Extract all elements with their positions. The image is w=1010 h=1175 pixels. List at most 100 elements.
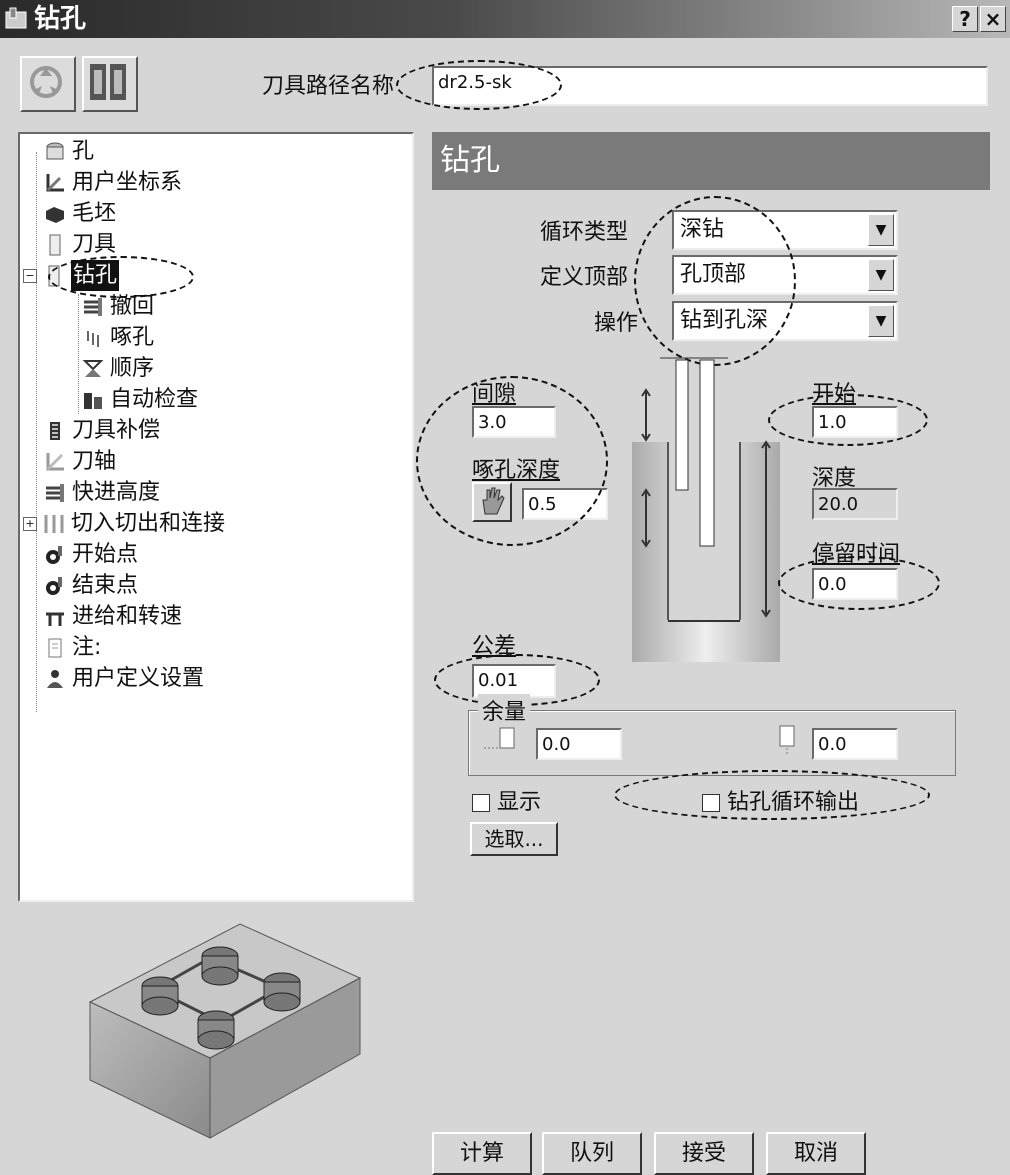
tree-item-label: 撤回 — [110, 294, 155, 319]
queue-button[interactable]: 队列 — [542, 1132, 642, 1175]
tree-item-label: 注: — [72, 635, 102, 660]
expand-icon[interactable]: + — [23, 516, 37, 531]
show-checkbox[interactable]: 显示 — [472, 784, 541, 816]
recycle-button[interactable] — [20, 56, 76, 112]
collapse-icon[interactable]: − — [23, 268, 37, 283]
tree-item-start-point[interactable]: 开始点 — [20, 539, 410, 570]
start-label: 开始 — [812, 382, 857, 407]
allowance-group — [468, 710, 956, 776]
cancel-button[interactable]: 取消 — [766, 1132, 866, 1175]
tree-item-leads-links[interactable]: + 切入切出和连接 — [20, 508, 410, 539]
tree-item-hole[interactable]: 孔 — [20, 136, 410, 167]
radial-allowance-input[interactable]: 0.0 — [536, 728, 622, 760]
auto-check-icon — [84, 392, 102, 409]
tolerance-label: 公差 — [472, 634, 517, 659]
tree-item-block[interactable]: 毛坯 — [20, 198, 410, 229]
tree-item-user-coord[interactable]: 用户坐标系 — [20, 167, 410, 198]
dwell-time-label: 停留时间 — [812, 542, 901, 567]
show-label: 显示 — [497, 790, 542, 815]
tree-item-peck[interactable]: 啄孔 — [20, 322, 410, 353]
start-input[interactable]: 1.0 — [812, 406, 898, 438]
chevron-down-icon[interactable]: ▼ — [868, 259, 894, 291]
tree-panel[interactable]: 孔 用户坐标系 毛坯 刀具 − 钻孔 撤回 啄孔 顺序 — [18, 132, 414, 902]
axial-allowance-input[interactable]: 0.0 — [812, 728, 898, 760]
cycle-output-checkbox[interactable]: 钻孔循环输出 — [702, 784, 859, 816]
pick-button[interactable]: 选取... — [470, 822, 558, 856]
define-top-select[interactable]: 孔顶部 ▼ — [672, 255, 898, 295]
cycle-type-value: 深钻 — [680, 217, 725, 242]
peck-depth-label: 啄孔深度 — [472, 458, 561, 483]
end-point-icon — [46, 576, 62, 595]
tree-item-label: 自动检查 — [110, 387, 199, 412]
peck-hand-button[interactable] — [472, 482, 512, 522]
operation-select[interactable]: 钻到孔深 ▼ — [672, 301, 898, 341]
layers-icon — [90, 64, 126, 100]
tree-item-tool[interactable]: 刀具 — [20, 229, 410, 260]
recycle-icon — [30, 66, 62, 98]
notes-icon — [48, 638, 62, 657]
depth-label: 深度 — [812, 466, 857, 491]
tree-item-tool-comp[interactable]: 刀具补偿 — [20, 415, 410, 446]
tool-axis-icon — [46, 452, 64, 470]
tree-item-label: 孔 — [72, 139, 95, 164]
accept-button[interactable]: 接受 — [654, 1132, 754, 1175]
drill-icon — [48, 265, 60, 286]
help-button[interactable]: ? — [952, 6, 978, 32]
layers-button[interactable] — [82, 56, 138, 112]
panel-header: 钻孔 — [432, 132, 990, 190]
tree-item-user-settings[interactable]: 用户定义设置 — [20, 663, 410, 694]
drill-diagram — [632, 357, 780, 662]
cycle-type-label: 循环类型 — [540, 220, 629, 245]
dwell-time-input[interactable]: 0.0 — [812, 568, 898, 600]
tree-item-retract[interactable]: 撤回 — [20, 291, 410, 322]
calculate-button[interactable]: 计算 — [432, 1132, 532, 1175]
tree-item-drill[interactable]: − 钻孔 — [20, 260, 410, 291]
start-point-icon — [46, 545, 62, 564]
coord-icon — [46, 173, 64, 191]
tool-comp-icon — [50, 421, 60, 440]
tree-item-label: 刀具补偿 — [72, 418, 161, 443]
part-preview — [88, 923, 362, 1139]
close-button[interactable]: × — [980, 6, 1006, 32]
peck-depth-input[interactable]: 0.5 — [522, 488, 608, 520]
tree-item-tool-axis[interactable]: 刀轴 — [20, 446, 410, 477]
tree-item-label: 啄孔 — [110, 325, 155, 350]
tree-item-auto-check[interactable]: 自动检查 — [20, 384, 410, 415]
checkbox-box[interactable] — [472, 794, 490, 812]
hand-icon — [482, 487, 505, 515]
window-title: 钻孔 — [34, 4, 87, 34]
rapid-height-icon — [46, 483, 64, 502]
chevron-down-icon[interactable]: ▼ — [868, 305, 894, 337]
allowance-label: 余量 — [478, 694, 531, 726]
tree-item-notes[interactable]: 注: — [20, 632, 410, 663]
tree-item-label: 顺序 — [110, 356, 155, 381]
peck-icon — [87, 330, 99, 347]
tree-item-rapid-height[interactable]: 快进高度 — [20, 477, 410, 508]
order-icon — [82, 359, 104, 377]
clearance-input[interactable]: 3.0 — [472, 406, 556, 438]
define-top-value: 孔顶部 — [680, 262, 747, 287]
checkbox-box[interactable] — [702, 794, 720, 812]
drill-app-icon — [5, 7, 27, 29]
path-name-label: 刀具路径名称 — [262, 74, 395, 99]
cycle-type-select[interactable]: 深钻 ▼ — [672, 210, 898, 250]
operation-label: 操作 — [594, 311, 639, 336]
tree-item-label: 切入切出和连接 — [71, 511, 226, 536]
tree-item-feeds-speeds[interactable]: 进给和转速 — [20, 601, 410, 632]
tree-item-label: 用户坐标系 — [72, 170, 183, 195]
retract-icon — [84, 297, 102, 316]
tree-item-order[interactable]: 顺序 — [20, 353, 410, 384]
leads-links-icon — [44, 514, 64, 533]
title-bar — [0, 0, 1010, 38]
define-top-label: 定义顶部 — [540, 265, 629, 290]
feeds-speeds-icon — [46, 612, 64, 626]
clearance-label: 间隙 — [472, 382, 517, 407]
tool-icon — [49, 234, 61, 255]
tree-item-label: 钻孔 — [71, 260, 120, 291]
tree-item-label: 毛坯 — [72, 201, 117, 226]
chevron-down-icon[interactable]: ▼ — [868, 214, 894, 246]
tolerance-input[interactable]: 0.01 — [472, 664, 556, 698]
path-name-input[interactable]: dr2.5-sk — [432, 66, 988, 106]
tree-item-end-point[interactable]: 结束点 — [20, 570, 410, 601]
tree-item-label: 刀轴 — [72, 449, 117, 474]
